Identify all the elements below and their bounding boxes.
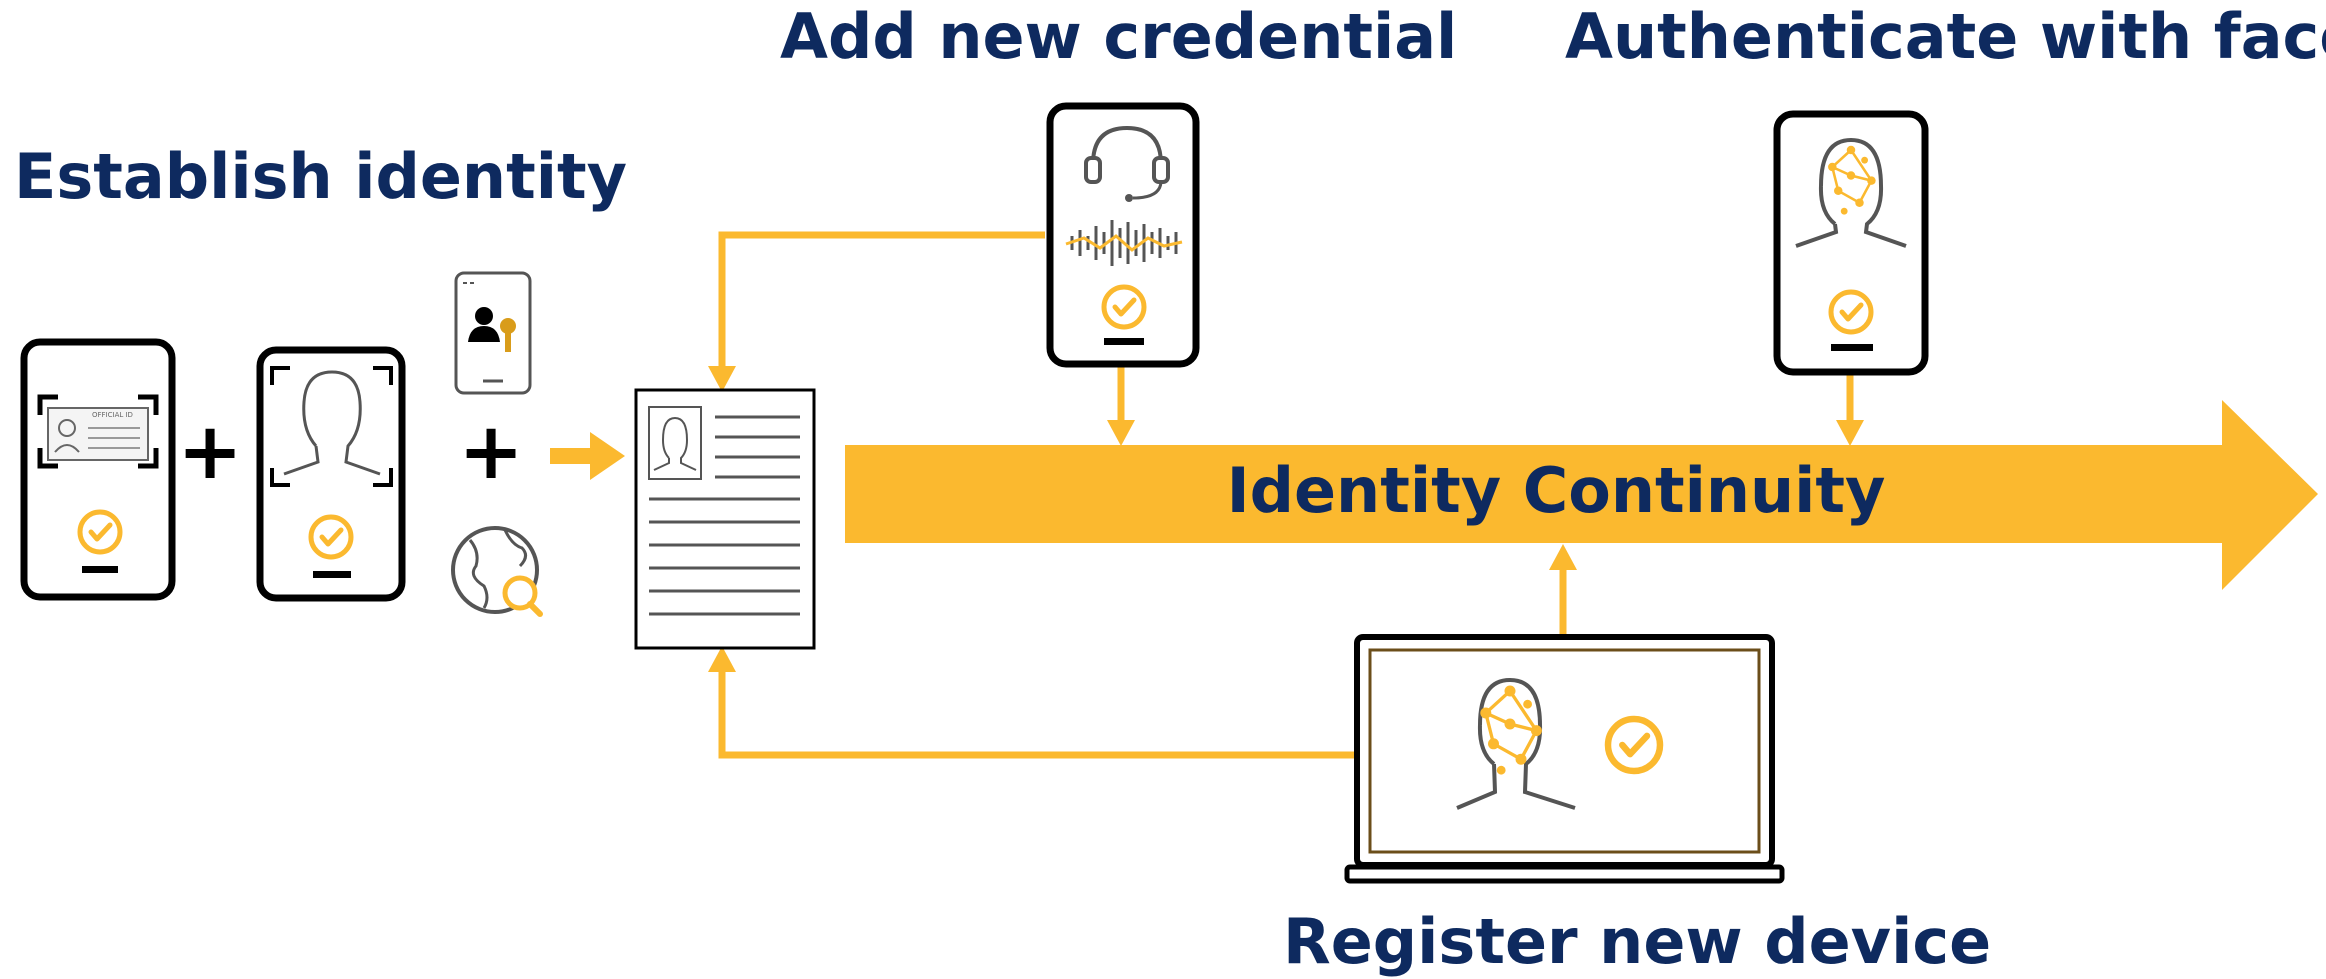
- identity-continuity-arrow: Identity Continuity: [845, 400, 2318, 590]
- phone-user-key-icon: [454, 271, 532, 395]
- phone-headset-voice-icon: [1046, 102, 1200, 368]
- phone-face-scan-icon: [256, 346, 406, 602]
- plus-icon: +: [177, 407, 242, 497]
- laptop-face-recognition-icon: [1344, 634, 1785, 884]
- add-new-credential-title: Add new credential: [780, 0, 1458, 73]
- plus-icon: +: [458, 407, 523, 497]
- establish-identity-title: Establish identity: [14, 140, 628, 213]
- id-card-text: OFFICIAL ID: [92, 411, 133, 419]
- profile-document-icon: [634, 388, 816, 650]
- globe-search-icon: [451, 526, 543, 617]
- input-arrow: [550, 432, 625, 480]
- identity-continuity-label: Identity Continuity: [1227, 454, 1886, 527]
- phone-id-card-icon: OFFICIAL ID: [20, 338, 176, 601]
- connector-arrows: [718, 231, 1854, 759]
- register-new-device-title: Register new device: [1283, 905, 1992, 978]
- arrowheads: [550, 366, 1864, 672]
- authenticate-with-face-title: Authenticate with face: [1565, 0, 2326, 73]
- phone-face-recognition-icon: [1773, 110, 1929, 376]
